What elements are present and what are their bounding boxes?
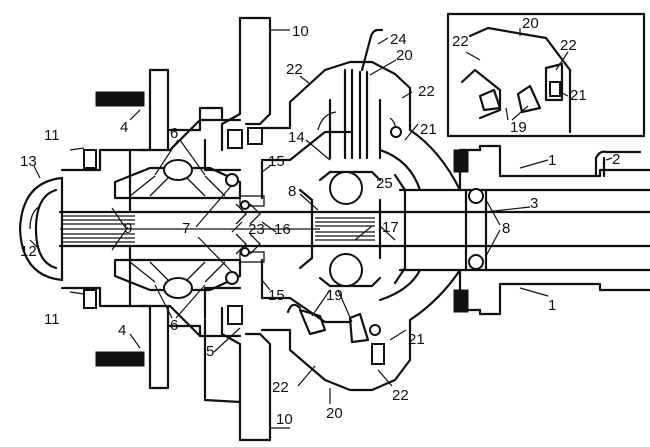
wheel-studs (95, 68, 170, 390)
steering-knuckle (198, 106, 242, 404)
breather-tube (594, 150, 642, 178)
label-14: 14 (288, 129, 305, 146)
part-labels: 1 1 2 3 4 4 5 6 6 7 8 8 9 10 10 11 11 12… (20, 15, 620, 428)
label-6-top: 6 (170, 125, 178, 142)
label-10-bottom: 10 (276, 411, 293, 428)
label-7: 7 (182, 220, 190, 237)
leader-lines (29, 28, 613, 429)
kingpin-assembly (317, 28, 402, 160)
differential-gears (298, 170, 407, 288)
shaft-splines (62, 215, 375, 243)
label-19-main: 19 (326, 287, 343, 304)
label-22-inset-left: 22 (452, 33, 469, 50)
label-22-bottom-right: 22 (392, 387, 409, 404)
label-1-bottom: 1 (548, 297, 556, 314)
label-20-top: 20 (396, 47, 413, 64)
label-5: 5 (206, 343, 214, 360)
hub-cap (18, 176, 64, 282)
axle-housing (453, 144, 650, 316)
ring-gear-lower (286, 303, 385, 365)
label-21-bottom: 21 (408, 331, 425, 348)
wheel-bearing-upper (113, 159, 242, 200)
label-15-bottom: 15 (268, 287, 285, 304)
label-1-top: 1 (548, 152, 556, 169)
central-shaft (58, 188, 650, 272)
seals-bushings (235, 158, 265, 300)
label-21-inset: 21 (570, 87, 587, 104)
label-15-top: 15 (268, 153, 285, 170)
label-8-right: 8 (502, 220, 510, 237)
label-22-bottom-left: 22 (272, 379, 289, 396)
label-16: 16 (274, 221, 291, 238)
label-22-top-left: 22 (286, 61, 303, 78)
label-10-top: 10 (292, 23, 309, 40)
wheel-bearing-lower (113, 258, 242, 299)
hub-flange (60, 148, 132, 309)
label-2: 2 (612, 151, 620, 168)
label-3: 3 (530, 195, 538, 212)
label-4-top: 4 (120, 119, 128, 136)
label-6-bottom: 6 (170, 317, 178, 334)
label-25: 25 (376, 175, 393, 192)
label-20-inset: 20 (522, 15, 539, 32)
label-22-inset-right: 22 (560, 37, 577, 54)
brake-disc (220, 16, 272, 442)
label-22-top-right: 22 (418, 83, 435, 100)
label-17: 17 (382, 219, 399, 236)
label-21-top: 21 (420, 121, 437, 138)
label-19-inset: 19 (510, 119, 527, 136)
label-9: 9 (124, 220, 132, 237)
output-bearings (464, 188, 488, 272)
knuckle-bolts (227, 127, 263, 325)
label-24: 24 (390, 31, 407, 48)
label-11-bottom: 11 (44, 311, 60, 328)
label-8-left: 8 (288, 183, 296, 200)
label-12: 12 (20, 243, 37, 260)
label-4-bottom: 4 (118, 322, 126, 339)
label-11-top: 11 (44, 127, 60, 144)
label-20-bottom: 20 (326, 405, 343, 422)
hub-body (128, 118, 242, 338)
inset-detail (446, 12, 646, 138)
label-13: 13 (20, 153, 37, 170)
label-23: 23 (248, 221, 265, 238)
